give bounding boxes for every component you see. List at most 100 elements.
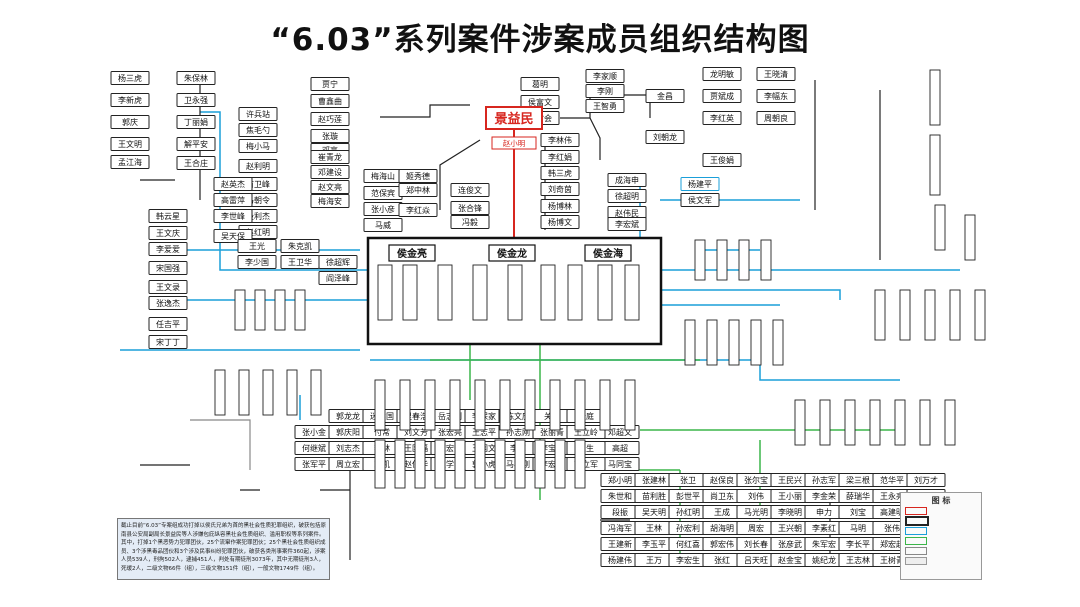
person-node: 王卫华 (280, 255, 320, 269)
person-node: 王立岭 (566, 425, 606, 439)
member-column (394, 439, 406, 489)
person-name: 吴天保 (221, 231, 245, 241)
person-node: 姚纪龙 (804, 553, 844, 567)
person-name: 尚卫东 (710, 491, 734, 501)
member-column (540, 264, 556, 321)
person-name: 周立宏 (336, 459, 360, 469)
person-node-box (310, 94, 350, 108)
person-name: 苗卫峰 (246, 179, 270, 189)
person-node-box (450, 201, 490, 215)
person-node-box (148, 261, 188, 275)
member-column (274, 289, 286, 331)
person-node: 王生 (566, 441, 606, 455)
person-node: 李刚 (585, 84, 625, 98)
person-name: 张庭 (578, 411, 594, 421)
person-node: 李家顺 (585, 69, 625, 83)
person-node-box (607, 217, 647, 231)
person-name: 王林 (646, 523, 662, 533)
member-column (844, 399, 856, 446)
person-node-box (148, 317, 188, 331)
connector-line (190, 419, 251, 470)
person-name: 马威 (375, 220, 391, 230)
core-leader-name: 侯金龙 (497, 247, 527, 260)
person-node: 孙志军 (804, 473, 844, 487)
person-node-box (702, 153, 742, 167)
person-name: 赵文亮 (318, 182, 342, 192)
person-node: 李世峰 (213, 209, 253, 223)
person-node: 宋国强 (148, 261, 188, 275)
person-node: 贾宁 (310, 77, 350, 91)
member-column (894, 399, 906, 446)
person-node: 彭世平 (668, 489, 708, 503)
person-name: 李金荣 (812, 491, 836, 501)
person-name: 苗利胜 (642, 491, 666, 501)
person-name: 高雷萍 (221, 195, 245, 205)
member-column (738, 239, 750, 281)
connector-line (589, 117, 601, 160)
person-name: 邓超文 (608, 427, 632, 437)
person-node: 梁三根 (838, 473, 878, 487)
person-name: 解平安 (184, 139, 208, 149)
person-node-box (607, 189, 647, 203)
person-node: 朱军宏 (804, 537, 844, 551)
person-node: 张小金 (294, 425, 334, 439)
person-name: 王卫华 (288, 257, 312, 267)
person-node-box (310, 180, 350, 194)
person-node-box (148, 209, 188, 223)
person-node: 高超 (600, 441, 640, 455)
person-name: 周宏 (748, 523, 764, 533)
person-node-box (148, 335, 188, 349)
person-name: 王建新 (608, 539, 632, 549)
person-name: 孙志军 (812, 475, 836, 485)
person-name: 赵保良 (710, 475, 734, 485)
member-column (574, 439, 586, 489)
person-node-box (213, 177, 253, 191)
member-column (794, 399, 806, 446)
person-name: 梅海山 (371, 171, 395, 181)
person-node-box (702, 67, 742, 81)
person-node: 解平安 (176, 137, 216, 151)
person-node: 薛瑞华 (838, 489, 878, 503)
person-node: 崔青龙 (310, 150, 350, 164)
person-name: 薛瑞华 (846, 491, 870, 501)
person-node: 苗利胜 (634, 489, 674, 503)
person-name: 李宝山 (540, 443, 564, 453)
person-name: 申力 (816, 507, 832, 517)
person-node: 杨博林 (540, 199, 580, 213)
person-node: 李玉平 (634, 537, 674, 551)
person-node: 周朝良 (756, 111, 796, 125)
person-name: 刘伟 (748, 491, 764, 501)
person-node: 王小丽 (770, 489, 810, 503)
person-node-box (607, 173, 647, 187)
person-name: 王晓清 (764, 69, 788, 79)
person-name: 姬秀德 (406, 171, 430, 181)
person-name: 马朝令 (246, 195, 270, 205)
person-name: 龙明敏 (710, 69, 734, 79)
person-name: 王兴朝 (778, 524, 802, 533)
person-name: 曹鑫曲 (318, 96, 342, 106)
person-node: 王建新 (600, 537, 640, 551)
person-node: 朱克凯 (280, 239, 320, 253)
person-name: 贾宁 (322, 79, 338, 89)
member-column (874, 289, 886, 341)
person-node-box (110, 71, 150, 85)
person-name: 葛明 (532, 79, 548, 89)
person-node: 邓建设 (310, 165, 350, 179)
person-node-box (756, 111, 796, 125)
person-node: 焦毛勺 (238, 123, 278, 137)
member-column (254, 289, 266, 331)
member-column (549, 379, 561, 431)
connector-line (380, 104, 470, 118)
person-node: 王智勇 (585, 99, 625, 113)
member-column (472, 264, 488, 321)
person-node: 刘志杰 (328, 441, 368, 455)
person-name: 刘宝 (850, 507, 866, 517)
member-column (474, 439, 486, 489)
person-name: 金昌 (657, 91, 673, 101)
person-name: 郭庆 (122, 117, 138, 127)
person-node: 丁丽娟 (176, 115, 216, 129)
person-name: 赵巧莲 (318, 114, 342, 124)
member-column (869, 399, 881, 446)
person-name: 范保宾 (371, 188, 395, 198)
person-node: 张庭 (566, 409, 606, 423)
